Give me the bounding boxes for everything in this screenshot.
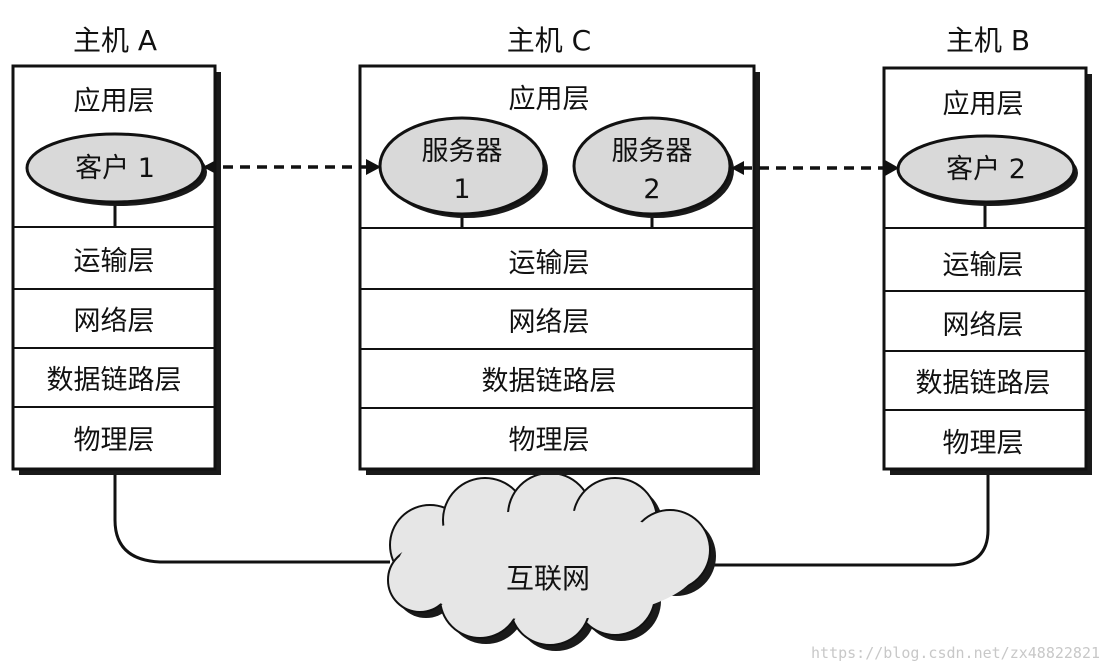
host-c-transport-layer: 运输层 xyxy=(509,248,590,279)
internet-cloud: 互联网 xyxy=(387,472,716,651)
arrow-head-left-icon xyxy=(731,161,744,175)
host-c-title: 主机 C xyxy=(507,24,591,57)
host-c-datalink-layer: 数据链路层 xyxy=(482,366,617,397)
host-a-network-layer: 网络层 xyxy=(74,306,155,337)
host-c-network-layer: 网络层 xyxy=(509,307,590,338)
host-b-transport-layer: 运输层 xyxy=(943,250,1024,281)
host-c-physical-layer: 物理层 xyxy=(509,425,590,456)
host-b-network-layer: 网络层 xyxy=(943,310,1024,341)
server-1-label-line1: 服务器 xyxy=(422,136,503,167)
link-host-b-internet xyxy=(700,470,990,567)
connection-client1-server1 xyxy=(203,159,381,175)
host-c-application-layer: 应用层 xyxy=(509,84,590,115)
client-1-process: 客户 1 xyxy=(25,132,207,206)
client-2-label: 客户 2 xyxy=(946,154,1026,185)
client-2-process: 客户 2 xyxy=(896,134,1078,206)
server-2-label-line1: 服务器 xyxy=(612,136,693,167)
link-host-a-internet xyxy=(113,470,390,564)
host-a: 主机 A 应用层 客户 1 运输层 网络层 数据链路层 物理层 xyxy=(11,24,221,475)
host-b-datalink-layer: 数据链路层 xyxy=(916,368,1051,399)
host-a-title: 主机 A xyxy=(73,24,157,57)
host-b-application-layer: 应用层 xyxy=(943,89,1024,120)
host-b: 主机 B 应用层 客户 2 运输层 网络层 数据链路层 物理层 xyxy=(882,24,1092,475)
host-c: 主机 C 应用层 服务器 1 服务器 2 运输层 网络层 数据链路层 物理层 xyxy=(358,24,760,475)
host-a-transport-layer: 运输层 xyxy=(74,246,155,277)
internet-label: 互联网 xyxy=(506,562,590,595)
host-a-physical-layer: 物理层 xyxy=(74,425,155,456)
arrow-head-right-icon xyxy=(366,159,381,175)
connection-server2-client2 xyxy=(731,160,899,176)
host-b-title: 主机 B xyxy=(946,24,1030,57)
host-a-application-layer: 应用层 xyxy=(74,86,155,117)
server-2-process: 服务器 2 xyxy=(572,116,734,218)
watermark-text: https://blog.csdn.net/zx48822821 xyxy=(811,644,1100,662)
server-2-label-line2: 2 xyxy=(643,174,660,205)
arrow-head-right-icon xyxy=(885,160,899,176)
client-1-label: 客户 1 xyxy=(75,153,155,184)
host-a-datalink-layer: 数据链路层 xyxy=(47,365,182,396)
server-1-label-line2: 1 xyxy=(453,174,470,205)
host-b-physical-layer: 物理层 xyxy=(943,428,1024,459)
server-1-process: 服务器 1 xyxy=(378,116,548,218)
arrow-head-left-icon xyxy=(203,160,216,174)
